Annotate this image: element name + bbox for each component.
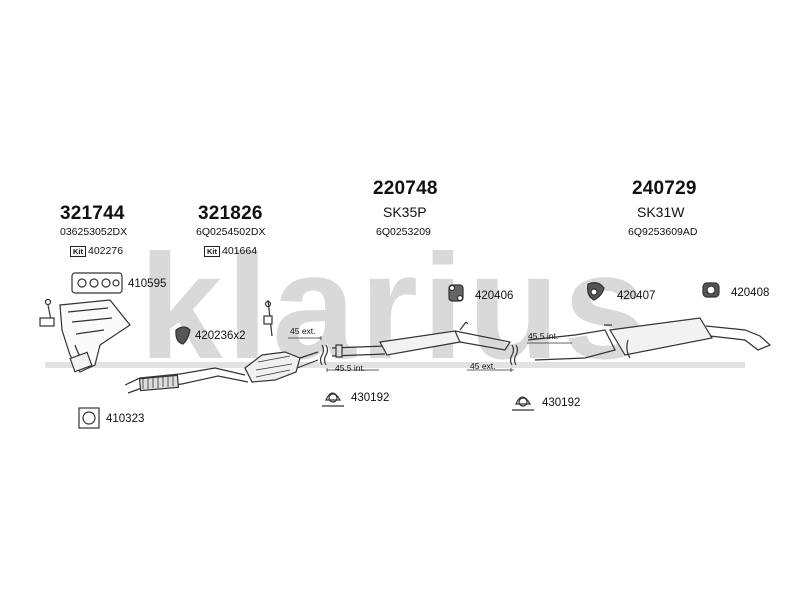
gasket-icon: [71, 272, 123, 294]
oe-ref-036253052DX: 036253052DX: [60, 226, 128, 238]
clamp-icon-1: [322, 392, 344, 407]
oe-ref-6Q0253209: 6Q0253209: [376, 226, 431, 238]
accessory-label-420406: 420406: [475, 290, 514, 302]
kit-row-402276: Kit 402276: [70, 245, 123, 257]
dimension-label-45-ext-1: 45 ext.: [290, 326, 316, 336]
accessory-label-420408: 420408: [731, 287, 770, 299]
dimension-label-45-5-int-1: 45.5 int.: [335, 363, 366, 373]
accessory-label-410595: 410595: [128, 278, 167, 290]
part-number-321744: 321744: [60, 203, 125, 224]
accessory-label-420236: 420236x2: [195, 330, 246, 342]
kit-tag: Kit: [70, 245, 86, 257]
kit-tag: Kit: [204, 245, 220, 257]
centre-silencer-icon: [331, 321, 511, 358]
dimension-label-45-ext-2: 45 ext.: [470, 361, 496, 371]
front-pipe-icon: [124, 367, 246, 386]
rubber-mount-icon: [175, 326, 191, 345]
kit-row-401664: Kit 401664: [204, 245, 257, 257]
hanger-icon-420406: [448, 284, 464, 302]
oe-ref-6Q0254502DX: 6Q0254502DX: [196, 226, 266, 238]
rear-silencer-icon: [527, 317, 772, 361]
type-SK31W: SK31W: [637, 204, 685, 220]
dimension-label-45-5-int-2: 45.5 int.: [528, 331, 559, 341]
accessory-label-430192-b: 430192: [542, 397, 581, 409]
part-number-240729: 240729: [632, 178, 697, 199]
kit-number: 401664: [222, 245, 258, 257]
part-number-220748: 220748: [373, 178, 438, 199]
hanger-icon-420407: [587, 282, 605, 301]
exhaust-manifold-icon: [39, 298, 131, 373]
accessory-label-420407: 420407: [617, 290, 656, 302]
accessory-label-410323: 410323: [106, 413, 145, 425]
flange-gasket-icon: [78, 407, 100, 429]
oe-ref-6Q9253609AD: 6Q9253609AD: [628, 226, 698, 238]
part-number-321826: 321826: [198, 203, 263, 224]
kit-number: 402276: [88, 245, 124, 257]
accessory-label-430192-a: 430192: [351, 392, 390, 404]
type-SK35P: SK35P: [383, 204, 427, 220]
hanger-icon-420408: [702, 282, 720, 298]
clamp-icon-2: [512, 396, 534, 411]
